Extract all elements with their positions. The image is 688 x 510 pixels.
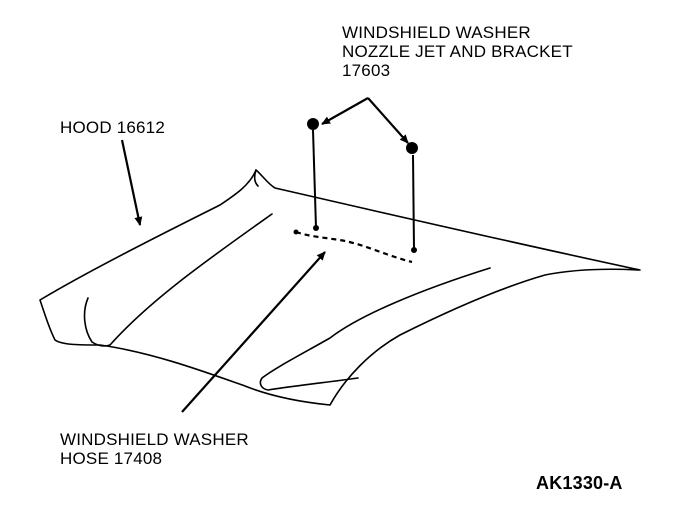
nozzle-label-line2: NOZZLE JET AND BRACKET bbox=[342, 42, 573, 61]
hood-outline bbox=[39, 169, 641, 406]
nozzle-jet-right bbox=[406, 142, 418, 154]
nozzle-base-right bbox=[411, 247, 417, 253]
nozzle-label-line3: 17603 bbox=[342, 61, 391, 80]
nozzle-label-line1: WINDSHIELD WASHER bbox=[342, 23, 531, 42]
nozzle-jet-left bbox=[307, 118, 319, 130]
figure-id: AK1330-A bbox=[536, 473, 623, 493]
hose-label-line1: WINDSHIELD WASHER bbox=[60, 430, 249, 449]
hood-right-ridge bbox=[259, 267, 491, 391]
hose-label: WINDSHIELD WASHER HOSE 17408 bbox=[60, 430, 249, 468]
nozzle-bracket-left bbox=[312, 129, 317, 229]
nozzle-bracket-right bbox=[412, 154, 415, 251]
hood-leader bbox=[120, 139, 143, 226]
nozzle-leader-right bbox=[367, 97, 409, 144]
hose-label-line2: HOSE 17408 bbox=[60, 449, 163, 468]
washer-hose bbox=[295, 230, 413, 264]
hood-label: HOOD 16612 bbox=[60, 118, 165, 137]
hood-left-ridge bbox=[83, 213, 273, 347]
hood-front-edge bbox=[253, 169, 259, 187]
hose-leader bbox=[181, 251, 326, 413]
hose-end-left bbox=[293, 229, 299, 235]
nozzle-base-left bbox=[313, 225, 319, 231]
nozzle-leader-left bbox=[321, 97, 369, 125]
nozzle-label: WINDSHIELD WASHER NOZZLE JET AND BRACKET… bbox=[342, 23, 573, 80]
